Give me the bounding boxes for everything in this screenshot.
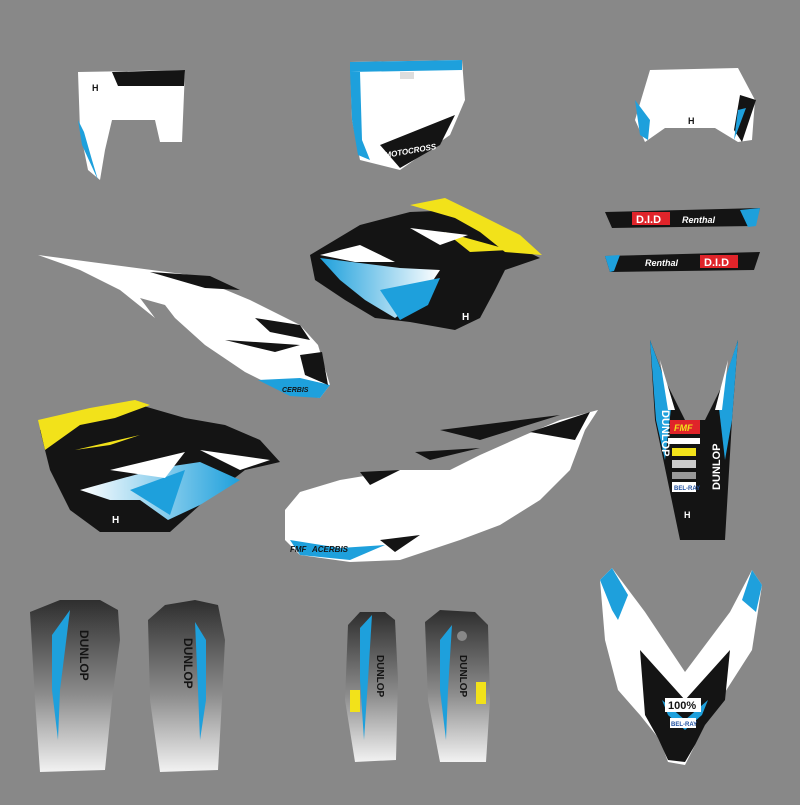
rear-fender-decal: FMF BEL-RAY H DUNLOP DUNLOP <box>650 340 738 540</box>
renthal-logo: Renthal <box>645 258 679 268</box>
acerbis-logo: ACERBIS <box>311 545 349 554</box>
h-mark: H <box>688 116 695 126</box>
radiator-shroud-decal-lower: H <box>38 400 280 532</box>
dunlop-logo: DUNLOP <box>77 630 91 681</box>
did-logo: D.I.D <box>704 257 729 269</box>
fork-guard-decal-left-2: DUNLOP <box>148 600 225 772</box>
fmf-logo: FMF <box>674 423 693 433</box>
radiator-shroud-decal-upper: H <box>310 198 542 330</box>
swingarm-decal-top: D.I.D Renthal <box>605 208 760 228</box>
side-panel-decal-right: FMF ACERBIS <box>285 410 598 562</box>
bel-ray-logo: BEL-RAY <box>674 486 700 492</box>
front-fender-decal: 100% BEL-RAY <box>600 568 762 765</box>
swingarm-decal-bottom: Renthal D.I.D <box>605 252 760 272</box>
fmf-logo: FMF <box>290 545 308 554</box>
front-number-plate-decal: MOTOCROSS <box>350 60 465 170</box>
h-mark: H <box>684 510 691 520</box>
headlight-decal-right: H <box>635 68 756 142</box>
h-mark: H <box>112 515 119 526</box>
dunlop-logo: DUNLOP <box>181 638 195 689</box>
hundred-percent-logo: 100% <box>668 700 696 712</box>
dunlop-logo: DUNLOP <box>457 655 468 698</box>
acerbis-logo: CERBIS <box>282 387 309 394</box>
side-panel-decal-left: CERBIS <box>38 255 330 398</box>
h-mark: H <box>462 312 469 323</box>
fork-guard-decal-left-1: DUNLOP <box>30 600 120 772</box>
renthal-logo: Renthal <box>682 215 716 225</box>
bel-ray-logo: BEL-RAY <box>671 722 697 728</box>
fork-guard-decal-center-2: DUNLOP <box>425 610 490 762</box>
dunlop-logo: DUNLOP <box>659 410 671 456</box>
dunlop-logo: DUNLOP <box>374 655 385 698</box>
dunlop-logo: DUNLOP <box>711 444 723 490</box>
h-mark: H <box>92 83 99 93</box>
did-logo: D.I.D <box>636 214 661 226</box>
fork-guard-decal-center-1: DUNLOP <box>345 612 398 762</box>
headlight-decal-left: H <box>78 70 185 180</box>
